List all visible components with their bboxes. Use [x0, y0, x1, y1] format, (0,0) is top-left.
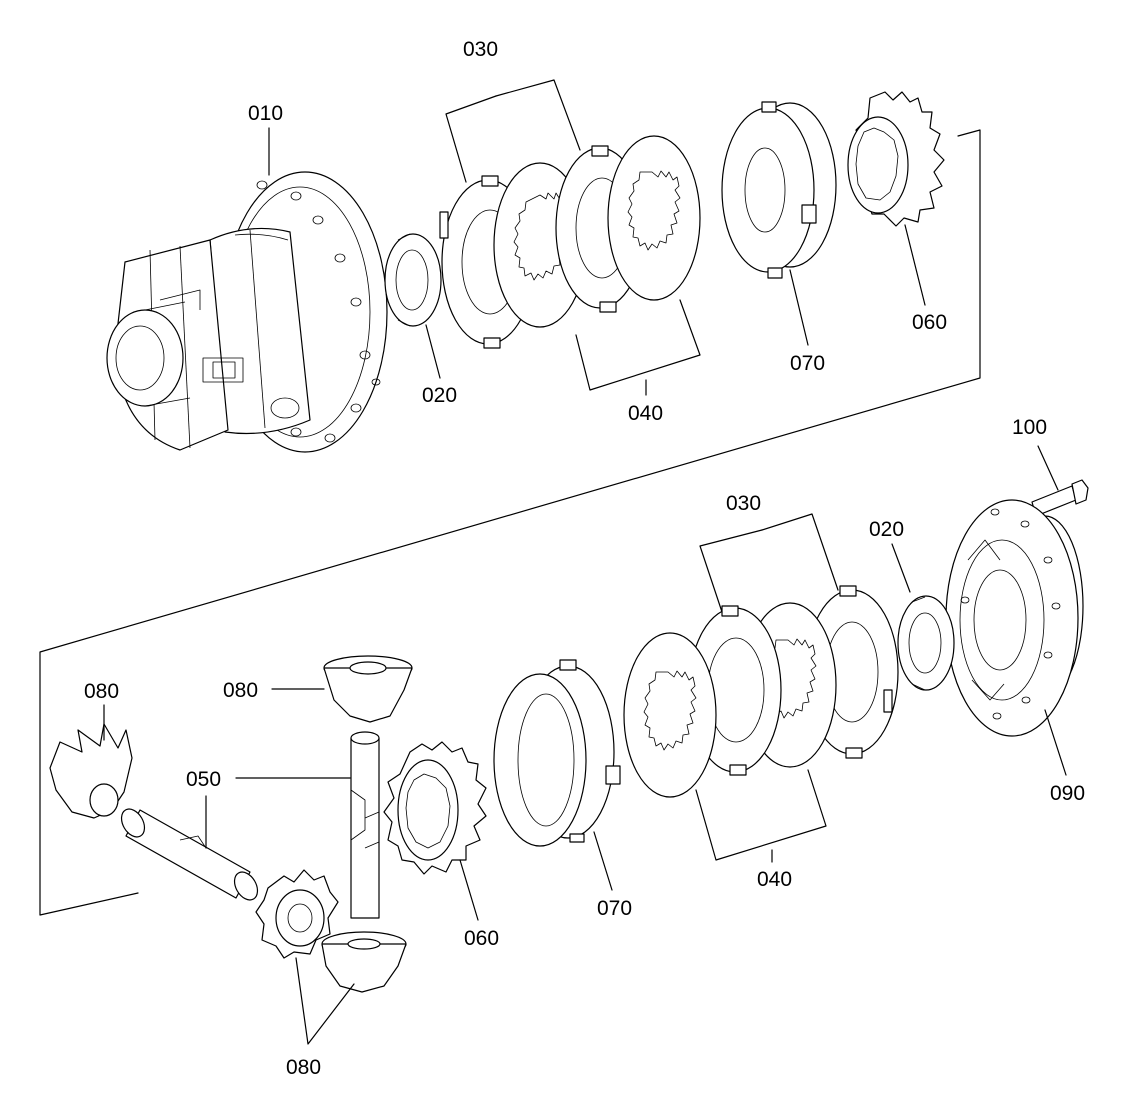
label-030-top: 030 — [463, 38, 498, 61]
friction-disc-040-bottom-b[interactable] — [623, 632, 717, 798]
label-070-top: 070 — [790, 352, 825, 375]
differential-case-010[interactable] — [106, 171, 388, 453]
label-040-bottom: 040 — [757, 868, 792, 891]
leader-lines — [103, 79, 1067, 1045]
label-010: 010 — [248, 102, 283, 125]
label-100: 100 — [1012, 416, 1047, 439]
pinion-shaft-050-horizontal[interactable] — [117, 805, 262, 904]
label-040-top: 040 — [628, 402, 663, 425]
label-020-bottom: 020 — [869, 518, 904, 541]
pinion-gear-080-bottom-right[interactable] — [321, 931, 407, 993]
label-030-bottom: 030 — [726, 492, 761, 515]
part-labels: 010 030 020 040 070 060 100 030 020 090 … — [84, 38, 1085, 1079]
pinion-gear-080-top[interactable] — [323, 655, 413, 723]
pinion-shaft-050-vertical[interactable] — [350, 731, 380, 919]
assembly-frame-lines — [39, 129, 981, 916]
side-gear-060-top[interactable] — [847, 91, 945, 227]
label-070-bottom: 070 — [597, 897, 632, 920]
pressure-ring-070-top[interactable] — [721, 101, 837, 279]
label-090: 090 — [1050, 782, 1085, 805]
end-cover-090[interactable] — [945, 499, 1084, 737]
label-060-bottom: 060 — [464, 927, 499, 950]
thrust-washer-020-bottom[interactable] — [897, 595, 955, 691]
label-080-top: 080 — [223, 679, 258, 702]
pinion-gear-080-bottom-left[interactable] — [255, 869, 339, 959]
thrust-washer-020-top[interactable] — [384, 233, 442, 327]
pinion-gear-080-left[interactable] — [49, 723, 133, 819]
label-080-left: 080 — [84, 680, 119, 703]
friction-disc-040-top-b[interactable] — [607, 135, 701, 301]
pressure-ring-070-bottom[interactable] — [493, 659, 621, 847]
flange-bolt-holes — [256, 180, 381, 443]
side-gear-060-bottom[interactable] — [383, 741, 487, 875]
label-050: 050 — [186, 768, 221, 791]
cover-bolt-holes — [960, 508, 1061, 720]
label-060-top: 060 — [912, 311, 947, 334]
label-080-bottom: 080 — [286, 1056, 321, 1079]
label-020-top: 020 — [422, 384, 457, 407]
bolt-100[interactable] — [1031, 479, 1089, 517]
